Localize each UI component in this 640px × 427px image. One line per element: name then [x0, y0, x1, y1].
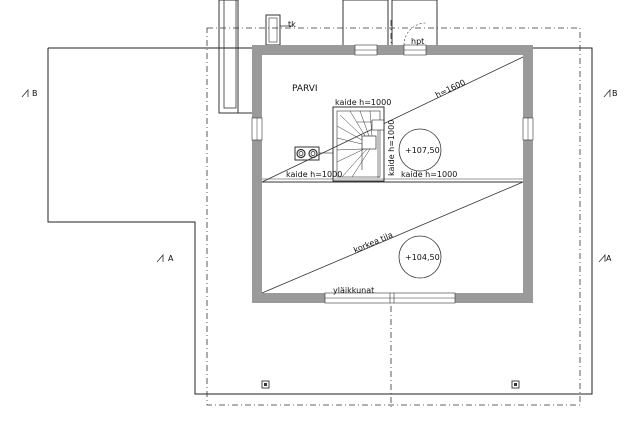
upper-window-label: yläikkunat — [333, 286, 374, 295]
railing-right-label: kaide h=1000 — [401, 170, 457, 179]
section-a-left: A — [168, 254, 174, 263]
level-lower-label: +104,50 — [405, 253, 440, 262]
top-block — [218, 0, 239, 114]
floor-area — [262, 55, 523, 293]
chimney-label: tk — [288, 20, 296, 29]
dashed-frame — [206, 27, 581, 406]
room-name: PARVI — [292, 84, 318, 94]
level-upper-label: +107,50 — [405, 146, 440, 155]
railing-vertical-label: kaide h=1000 — [387, 120, 396, 176]
roof-box-left — [342, 0, 389, 48]
ceiling-line — [261, 181, 524, 294]
fireplace-label: hpt — [411, 37, 424, 46]
section-a-right: A — [606, 254, 612, 263]
railing-upper-label: kaide h=1000 — [335, 98, 391, 107]
heater-unit — [294, 146, 320, 161]
section-b-right: B — [612, 89, 618, 98]
level-marker-upper — [398, 128, 442, 172]
roof-outline — [47, 47, 593, 395]
ridge-line — [261, 56, 524, 183]
railing-left-label: kaide h=1000 — [286, 170, 342, 179]
level-marker-lower — [398, 235, 442, 279]
chimney-box — [265, 14, 281, 46]
section-b-left: B — [32, 89, 38, 98]
